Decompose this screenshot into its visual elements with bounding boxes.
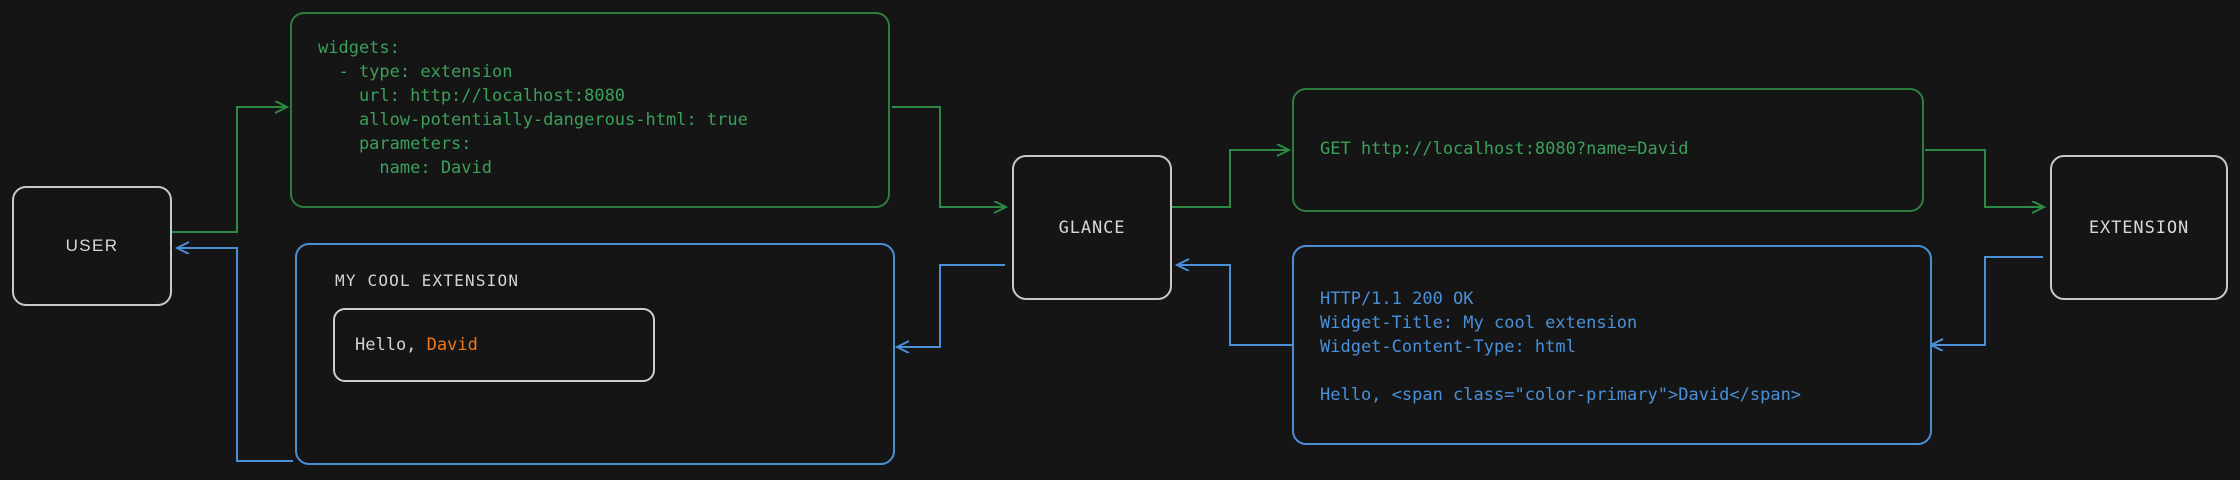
http-response-text: HTTP/1.1 200 OK Widget-Title: My cool ex… — [1320, 289, 1802, 405]
entity-user-label: USER — [65, 236, 119, 255]
widget-greeting-prefix: Hello, — [355, 335, 427, 355]
widget-name-value: David — [426, 335, 478, 355]
entity-glance-label: GLANCE — [1058, 217, 1126, 238]
widget-greeting-text: Hello, David — [355, 335, 478, 355]
widget-preview-card: Hello, David — [333, 308, 655, 382]
entity-user[interactable]: USER — [12, 186, 172, 306]
widget-preview-title: MY COOL EXTENSION — [335, 271, 520, 290]
http-response-block: HTTP/1.1 200 OK Widget-Title: My cool ex… — [1292, 245, 1932, 445]
connector-user-to-config — [172, 107, 286, 233]
config-yaml-text: widgets: - type: extension url: http://l… — [318, 38, 748, 178]
widget-preview-block: MY COOL EXTENSION Hello, David — [295, 243, 895, 465]
connector-glance-to-request — [1172, 150, 1288, 208]
http-request-block: GET http://localhost:8080?name=David — [1292, 88, 1924, 212]
connector-request-to-extension — [1925, 149, 2043, 207]
connector-glance-to-widget — [898, 264, 1005, 347]
connector-widget-to-user — [178, 248, 293, 462]
connector-config-to-glance — [892, 106, 1005, 207]
http-request-text: GET http://localhost:8080?name=David — [1320, 139, 1689, 159]
connector-extension-to-response — [1932, 256, 2043, 345]
entity-glance[interactable]: GLANCE — [1012, 155, 1172, 300]
config-yaml-block: widgets: - type: extension url: http://l… — [290, 12, 890, 208]
entity-extension-label: EXTENSION — [2088, 217, 2190, 238]
connector-response-to-glance — [1178, 265, 1295, 346]
entity-extension[interactable]: EXTENSION — [2050, 155, 2228, 300]
